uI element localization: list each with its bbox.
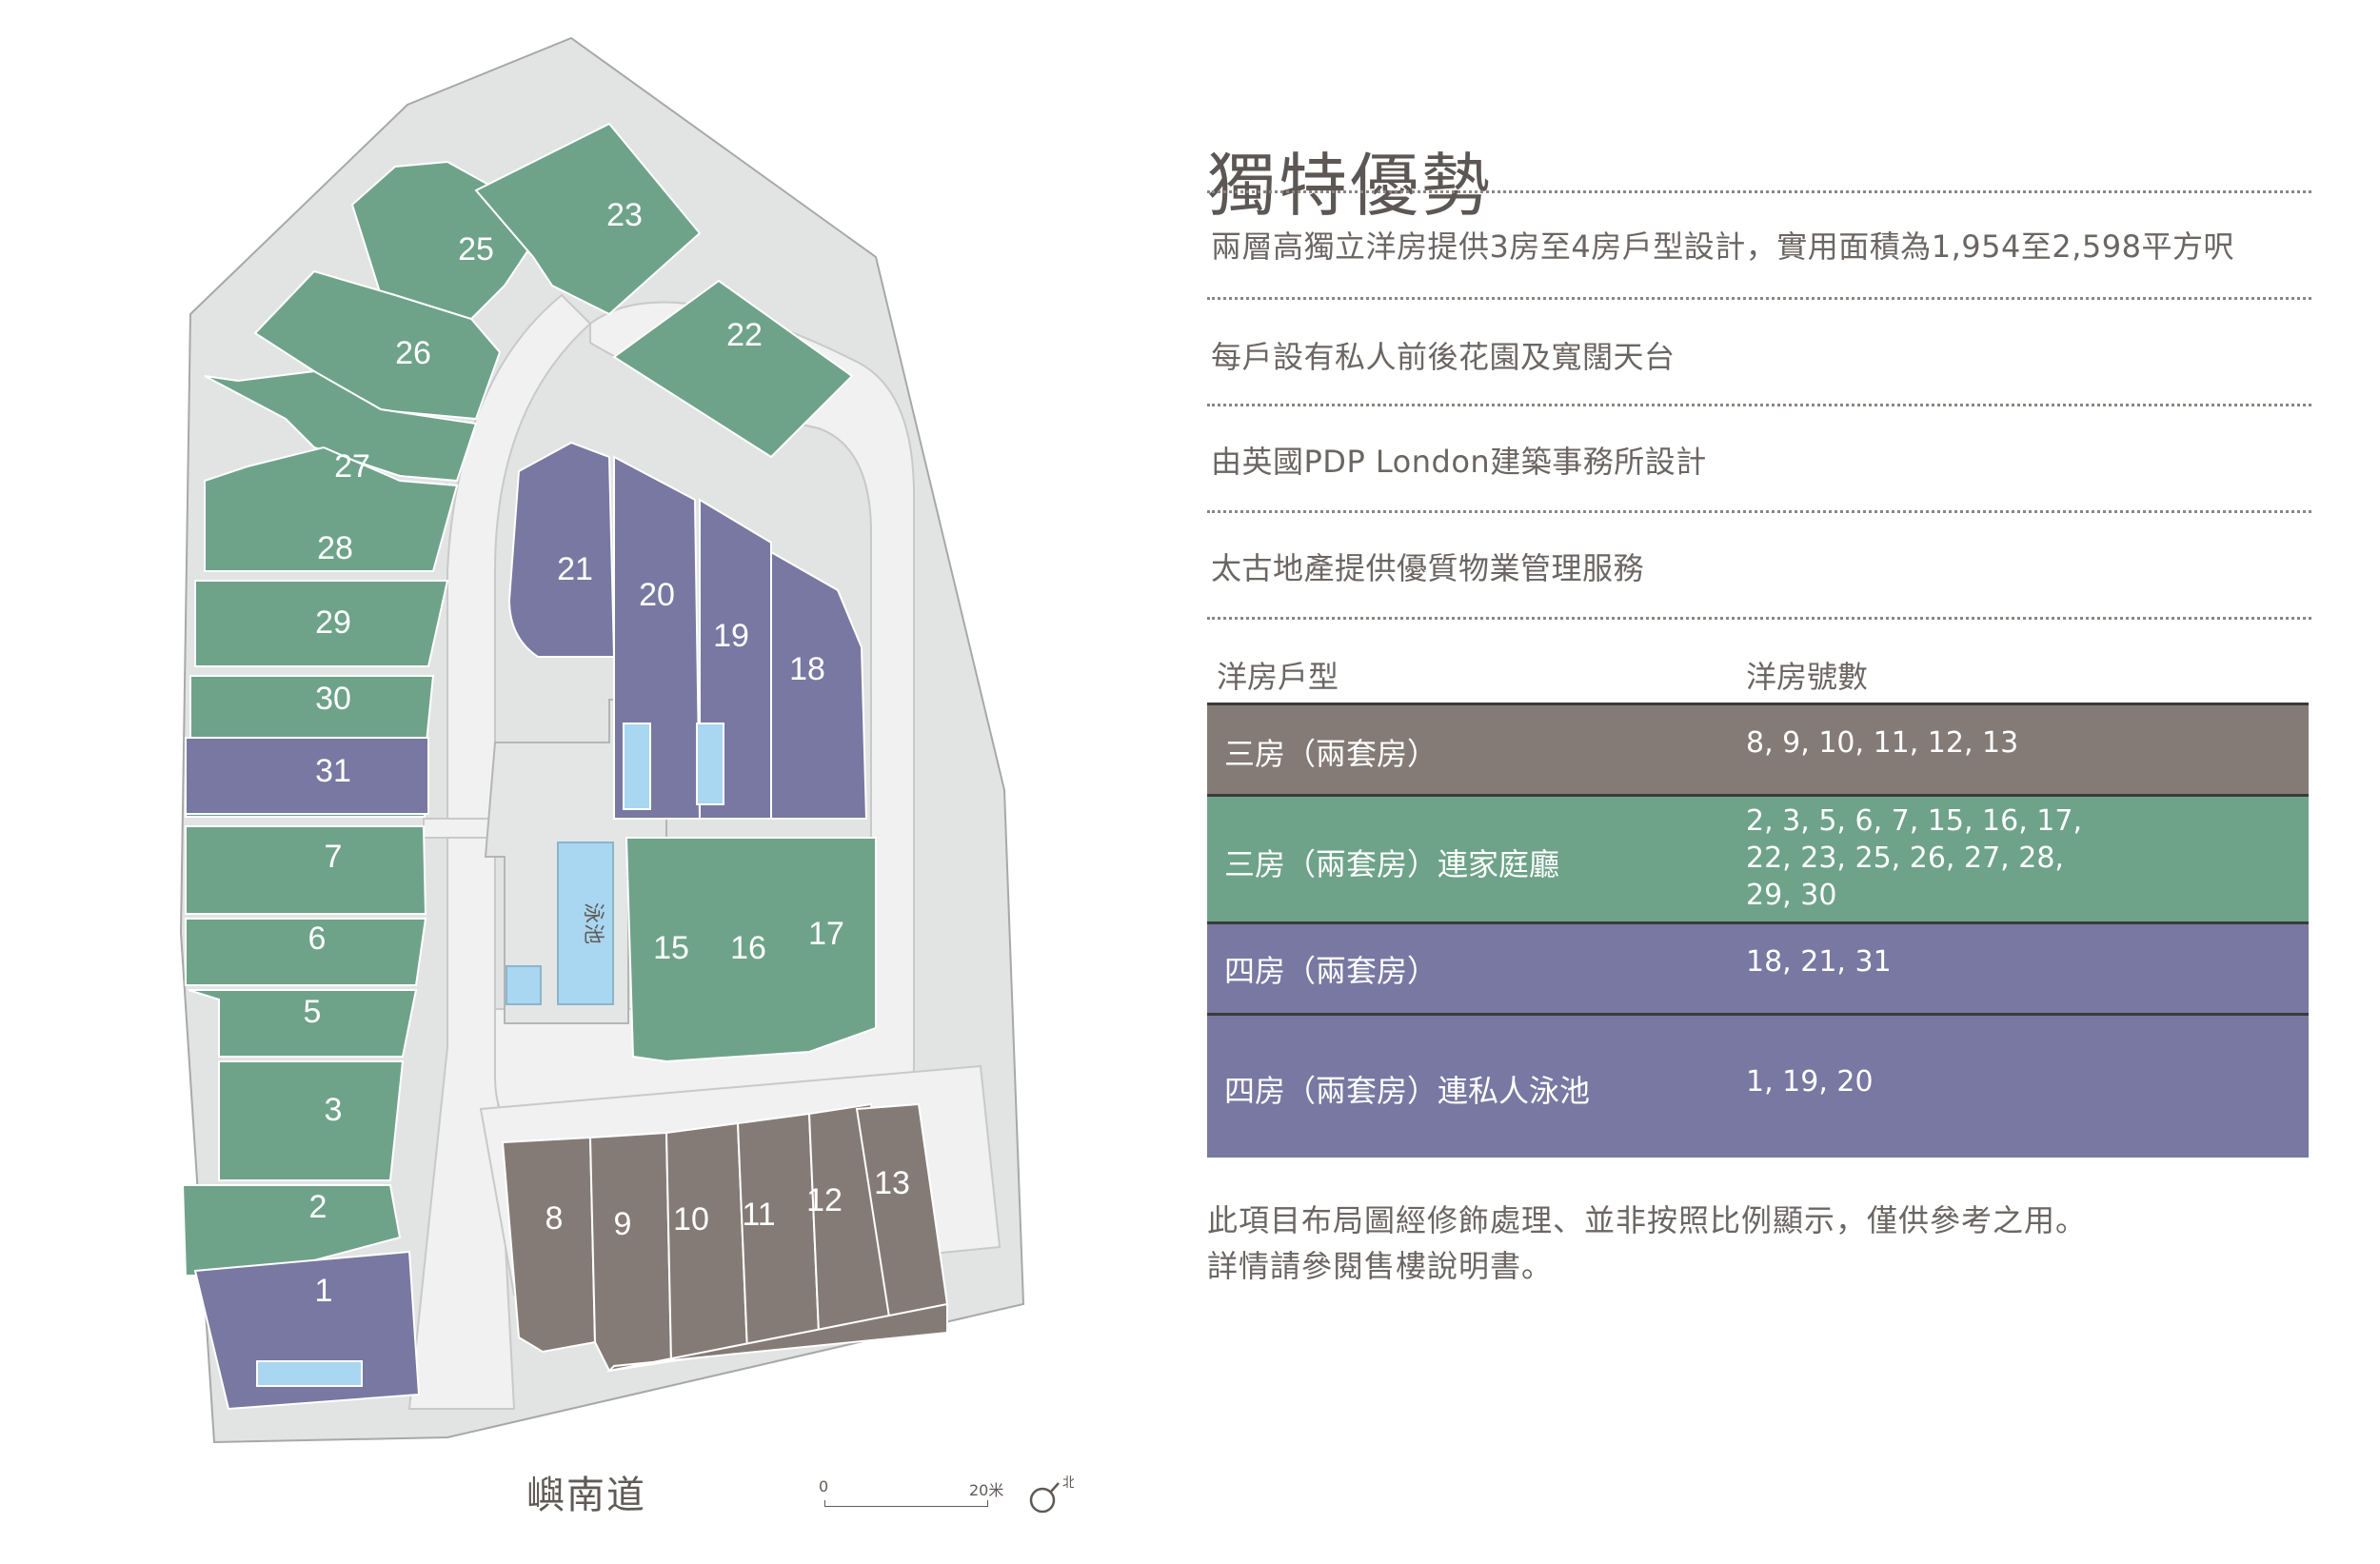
table-row: 四房（兩套房）連私人泳池 1, 19, 20 xyxy=(1207,1013,2309,1158)
row-numbers: 2, 3, 5, 6, 7, 15, 16, 17, 22, 23, 25, 2… xyxy=(1746,804,2082,912)
unit-label: 8 xyxy=(545,1200,564,1237)
unit-label: 29 xyxy=(315,604,351,641)
unit-label: 3 xyxy=(325,1092,343,1128)
unit-label: 28 xyxy=(317,530,353,566)
table-header-type: 洋房戶型 xyxy=(1217,659,1339,695)
table-row: 四房（兩套房） 18, 21, 31 xyxy=(1207,921,2309,1013)
north-arrow-icon: 北 xyxy=(1029,1475,1074,1514)
feature-item: 太古地產提供優質物業管理服務 xyxy=(1211,550,1645,586)
divider xyxy=(1207,297,2311,300)
units-four-bed xyxy=(185,441,868,1411)
unit-label: 19 xyxy=(713,618,749,654)
unit-label: 31 xyxy=(315,753,351,789)
unit-label: 10 xyxy=(673,1201,709,1237)
unit-label: 21 xyxy=(557,551,593,587)
units-three-bed xyxy=(501,1102,949,1373)
pool-label: 泳池 xyxy=(582,902,605,944)
table-header-numbers: 洋房號數 xyxy=(1746,659,1869,695)
unit-label: 1 xyxy=(315,1273,333,1309)
unit-label: 11 xyxy=(742,1197,775,1233)
table-row: 三房（兩套房）連家庭廳 2, 3, 5, 6, 7, 15, 16, 17, 2… xyxy=(1207,794,2309,921)
unit-label: 7 xyxy=(325,839,343,875)
unit-label: 17 xyxy=(808,916,844,952)
disclaimer-line: 此項目布局圖經修飾處理、並非按照比例顯示，僅供參考之用。 xyxy=(1207,1202,2088,1238)
disclaimer-line: 詳情請參閱售樓說明書。 xyxy=(1207,1248,1554,1284)
unit-label: 2 xyxy=(309,1189,327,1225)
unit-label: 5 xyxy=(304,994,322,1030)
unit-label: 20 xyxy=(639,577,675,613)
info-panel: 獨特優勢 兩層高獨立洋房提供3房至4房戶型設計，實用面積為1,954至2,598… xyxy=(1207,0,2311,1564)
unit-label: 25 xyxy=(458,231,494,267)
unit-label: 18 xyxy=(789,651,825,687)
page-title: 獨特優勢 xyxy=(1207,146,1494,227)
row-type: 三房（兩套房） xyxy=(1224,736,1438,772)
table-row: 三房（兩套房） 8, 9, 10, 11, 12, 13 xyxy=(1207,703,2309,794)
feature-item: 由英國PDP London建築事務所設計 xyxy=(1211,444,1707,480)
north-label: 北 xyxy=(1062,1475,1074,1490)
unit-label: 16 xyxy=(730,930,766,966)
feature-item: 兩層高獨立洋房提供3房至4房戶型設計，實用面積為1,954至2,598平方呎 xyxy=(1211,228,2234,265)
feature-item: 每戶設有私人前後花園及寬闊天台 xyxy=(1211,339,1676,375)
row-numbers: 1, 19, 20 xyxy=(1746,1065,1874,1099)
scale-end-label: 20米 xyxy=(969,1481,1004,1499)
unit-label: 26 xyxy=(395,335,431,371)
units-three-bed-family xyxy=(181,122,877,1277)
row-type: 四房（兩套房）連私人泳池 xyxy=(1224,1073,1591,1109)
row-numbers: 8, 9, 10, 11, 12, 13 xyxy=(1746,726,2019,760)
unit-label: 15 xyxy=(653,930,689,966)
unit-label: 23 xyxy=(606,197,643,233)
unit-label: 9 xyxy=(614,1206,632,1242)
divider xyxy=(1207,190,2311,193)
unit-label: 6 xyxy=(308,921,327,957)
scale-start-label: 0 xyxy=(819,1477,829,1495)
unit-label: 22 xyxy=(726,317,763,353)
unit-label: 30 xyxy=(315,681,351,717)
divider xyxy=(1207,510,2311,513)
unit-label: 12 xyxy=(806,1182,843,1218)
divider xyxy=(1207,617,2311,620)
row-type: 四房（兩套房） xyxy=(1224,953,1438,989)
row-numbers: 18, 21, 31 xyxy=(1746,945,1892,979)
scale-bar: 0 20米 xyxy=(819,1477,1038,1515)
unit-label: 27 xyxy=(334,448,370,485)
unit-label: 13 xyxy=(874,1165,910,1201)
row-type: 三房（兩套房）連家庭廳 xyxy=(1224,846,1560,882)
scale-line xyxy=(824,1500,988,1507)
divider xyxy=(1207,404,2311,406)
road-name: 嶼南道 xyxy=(526,1474,646,1517)
site-plan-map: 泳池 1 xyxy=(179,36,1025,1444)
